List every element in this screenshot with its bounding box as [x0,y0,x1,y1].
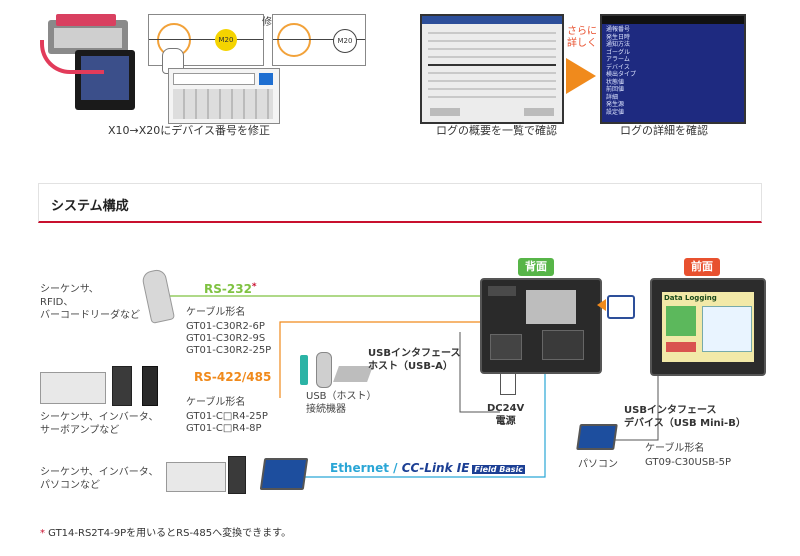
arrow-right-icon [566,58,596,94]
back-tag: 背面 [518,258,554,276]
laptop-icon [259,458,309,490]
detail-line: デバイス [606,63,630,71]
detail-line: 前回値 [606,86,625,93]
footnote: * GT14-RS2T4-9Pを用いるとRS-485へ変換できます。 [40,524,291,539]
eth-sequencer-icon [166,462,226,492]
pc-laptop-icon [576,424,618,450]
usb-device-cable-title: ケーブル形名 [645,443,705,454]
coil-label: M20 [215,29,237,51]
rs232-cable-2: GT01-C30R2-25P [186,345,272,356]
detail-line: 詳細 [606,93,619,101]
usb-device-title: USBインタフェース デバイス（USB Mini-B） [624,405,746,429]
hmi-front-unit: Data Logging [650,278,766,376]
section-header: システム構成 [38,183,762,223]
front-screen-title: Data Logging [664,294,717,302]
caption-log-detail: ログの詳細を確認 [620,124,708,137]
caption-log-summary: ログの概要を一覧で確認 [436,124,557,137]
ethernet-module-icon [607,295,635,319]
rs232-devices: シーケンサ、 RFID、 バーコードリーダなど [40,284,140,321]
detail-line: 設定値 [606,108,625,116]
inverter-icon [112,366,132,406]
section-title: システム構成 [51,199,129,214]
rs232-footnote-mark: * [251,282,257,292]
usb-host-line [459,332,500,413]
rs422-devices: シーケンサ、インバータ、 サーボアンプなど [40,412,159,436]
ethernet-label: Ethernet / [330,461,402,475]
rs232-cable-0: GT01-C30R2-6P [186,321,265,332]
usb-device-line [612,372,659,441]
arrow-left-icon [597,299,606,311]
caption-device-fix: X10→X20にデバイス番号を修正 [108,124,270,137]
eth-devices: シーケンサ、インバータ、 パソコンなど [40,467,159,491]
usb-memory-icon [300,355,308,385]
footnote-text: GT14-RS2T4-9Pを用いるとRS-485へ変換できます。 [45,528,292,539]
rs232-label: RS-232* [204,282,257,296]
ethernet-line [305,358,546,478]
usb-host-title: USBインタフェース ホスト（USB-A） [368,348,461,372]
sequencer-icon [40,372,106,404]
detail-line: 発生日時 [606,33,631,41]
detail-line: 発生源 [606,101,625,108]
rs422-cable-0: GT01-C□R4-25P [186,411,268,422]
usb-printer-icon [333,366,373,382]
rs232-cable-1: GT01-C30R2-9S [186,333,266,344]
detail-line: 状態値 [606,78,625,86]
rs422-line [279,321,520,398]
log-list-screen [420,14,564,124]
hmi-back-unit [480,278,602,374]
servo-amp-icon [142,366,158,406]
usb-device-cable: GT09-C30USB-5P [645,457,732,468]
detail-lines: 通報番号発生日時通知方法ゴーグルアラームデバイス検出タイプ状態値前回値詳細発生源… [606,26,636,116]
usb-host-devices: USB（ホスト） 接続機器 [306,391,377,415]
ladder-after-panel: M20 [272,14,366,66]
log-detail-screen: 通報番号発生日時通知方法ゴーグルアラームデバイス検出タイプ状態値前回値詳細発生源… [600,14,746,124]
rs422-label: RS-422/485 [194,370,272,384]
detail-line: 通知方法 [606,41,631,48]
footnote-mark: * [40,528,45,539]
rs232-label-text: RS-232 [204,282,252,296]
rs422-cable-title: ケーブル形名 [186,397,246,408]
keypad-panel [168,68,280,124]
usb-scanner-icon [316,352,332,388]
more-detail-label: さらに 詳しく [567,26,597,49]
detail-line: アラーム [606,56,630,63]
power-label: DC24V 電源 [487,403,525,427]
detail-line: 通報番号 [606,26,631,33]
power-connector-icon [500,372,516,395]
rs232-cable-title: ケーブル形名 [186,307,246,318]
detail-line: 検出タイプ [606,71,637,78]
front-tag: 前面 [684,258,720,276]
cclink-label: CC-Link IE [401,461,470,475]
rs422-cable-1: GT01-C□R4-8P [186,423,262,434]
pc-label: パソコン [578,459,618,470]
field-basic-label: Field Basic [472,465,526,474]
eth-inverter-icon [228,456,246,494]
detail-line: ゴーグル [606,48,631,56]
rotate-arrow-icon [40,40,104,74]
